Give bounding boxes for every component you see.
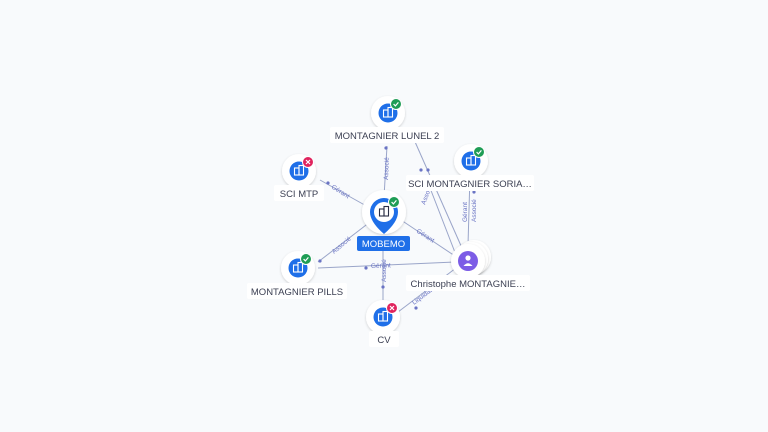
- person-node[interactable]: Christophe MONTAGNIE…: [406, 240, 530, 291]
- center-label: MOBEMO: [362, 239, 405, 250]
- check-badge-icon: [388, 196, 400, 208]
- person-label: Christophe MONTAGNIE…: [411, 279, 526, 290]
- company-label: SCI MONTAGNIER SORIA…: [408, 179, 532, 190]
- edge-label-gerant-pills: Gérant: [371, 262, 391, 270]
- center-company-node[interactable]: MOBEMO: [357, 190, 410, 251]
- check-mark: [476, 150, 482, 155]
- edge-mobemo-lunel: [383, 145, 388, 198]
- edge-label-associe-cv: Associé: [381, 259, 388, 282]
- edge-label-gerant-scimtp: Gérant: [330, 184, 351, 201]
- arrow-dot: [381, 285, 385, 289]
- edge-mobemo-pills: [317, 221, 371, 263]
- arrow-dot: [472, 190, 476, 194]
- arrow-dot: [419, 168, 423, 172]
- building-icon: [377, 310, 389, 322]
- edge-person-lunel: [411, 134, 463, 249]
- check-mark: [391, 200, 397, 205]
- company-node-cv[interactable]: CV: [366, 300, 400, 347]
- label-box: [274, 185, 324, 201]
- edge-label-associe-soria: Associé: [471, 199, 478, 222]
- company-node-soria[interactable]: SCI MONTAGNIER SORIA…: [406, 144, 534, 191]
- check-mark: [303, 257, 309, 262]
- company-label: SCI MTP: [280, 189, 319, 200]
- company-node-scimtp[interactable]: SCI MTP: [274, 154, 324, 201]
- center-label-box: [357, 236, 410, 251]
- label-box: [406, 275, 530, 291]
- label-box: [406, 175, 534, 191]
- arrow-dot: [326, 181, 330, 185]
- edge-label-associe-pills: Associé: [331, 235, 353, 255]
- label-box: [330, 127, 444, 143]
- edge-mobemo-scimtp: [319, 179, 371, 209]
- check-badge-icon: [300, 253, 312, 265]
- company-label: MONTAGNIER PILLS: [251, 287, 343, 298]
- label-box: [369, 331, 399, 347]
- building-icon: [378, 205, 390, 217]
- company-label: MONTAGNIER LUNEL 2: [335, 131, 440, 142]
- node-disc: [458, 251, 478, 271]
- edge-label-gerant-soria: Gérant: [462, 202, 469, 222]
- arrow-dot: [384, 146, 388, 150]
- person-icon: [463, 255, 473, 266]
- edge-mobemo-person: [397, 217, 459, 259]
- building-icon: [465, 154, 477, 166]
- label-box: [247, 283, 347, 299]
- cross-mark: [305, 159, 311, 165]
- company-node-lunel[interactable]: MONTAGNIER LUNEL 2: [330, 96, 444, 143]
- building-icon: [293, 164, 305, 176]
- edge-label-associe-lunel: Associé: [383, 157, 391, 180]
- arrow-dot: [414, 306, 418, 310]
- building-icon: [382, 106, 394, 118]
- check-badge-icon: [473, 146, 485, 158]
- building-icon: [292, 261, 304, 273]
- arrow-dot: [364, 266, 368, 270]
- check-badge-icon: [390, 98, 402, 110]
- company-node-pills[interactable]: MONTAGNIER PILLS: [247, 251, 347, 299]
- edge-person-pills: [317, 261, 456, 269]
- cross-mark: [389, 305, 395, 311]
- check-mark: [393, 102, 399, 107]
- edge-label-gerant-person: Gérant: [415, 228, 436, 245]
- arrow-dot: [318, 259, 322, 263]
- arrow-dot: [426, 168, 430, 172]
- company-label: CV: [377, 335, 391, 346]
